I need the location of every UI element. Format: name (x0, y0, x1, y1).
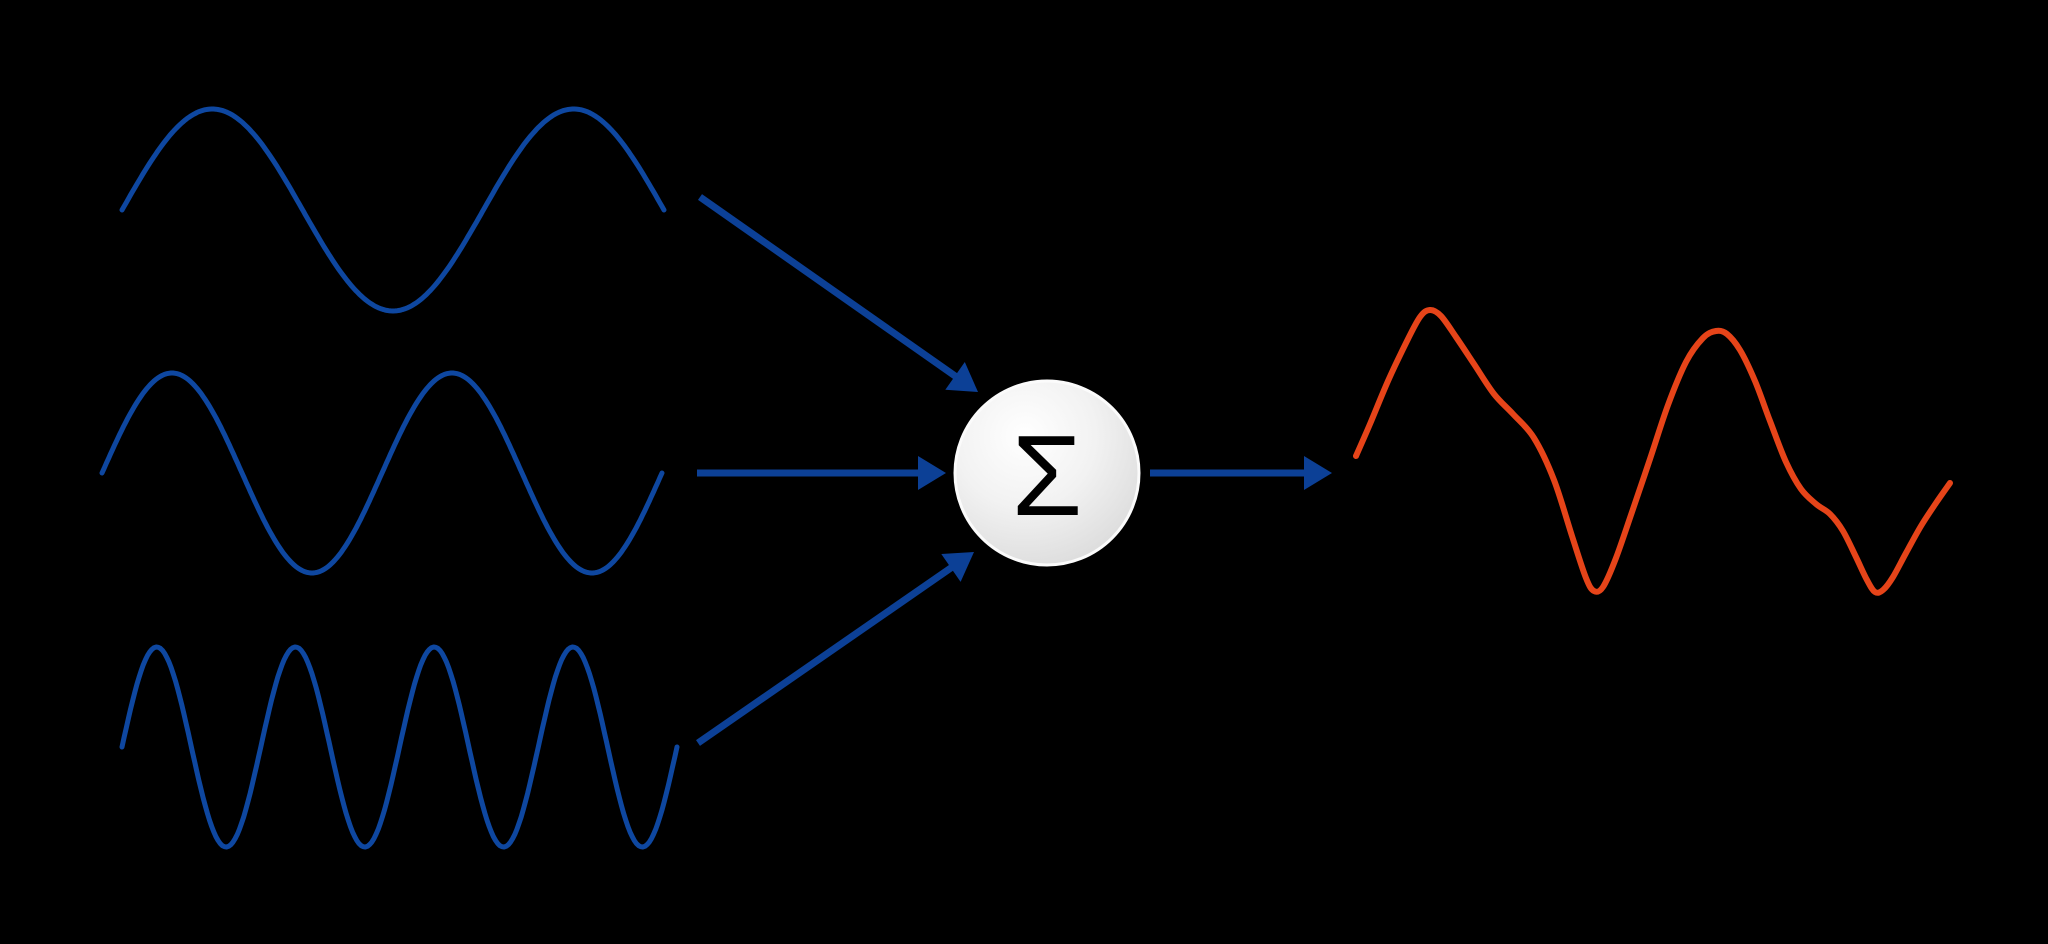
sum-node (953, 379, 1141, 567)
arrow-input-middle (697, 456, 946, 490)
output-composite-wave (1353, 306, 1953, 596)
arrow-output (1150, 456, 1332, 490)
arrowhead-icon (1304, 456, 1332, 490)
input-arrows (696, 194, 1332, 746)
arrow-input-top (697, 194, 978, 392)
input-wave-low-frequency (119, 106, 667, 314)
sigma-symbol: Σ (1012, 413, 1082, 540)
arrowhead-icon (945, 362, 978, 392)
arrow-input-bottom (696, 552, 974, 746)
input-waves (99, 106, 680, 850)
input-wave-high-frequency (119, 644, 680, 850)
arrowhead-icon (918, 456, 946, 490)
input-wave-mid-frequency (99, 370, 665, 576)
arrowhead-icon (941, 552, 974, 582)
